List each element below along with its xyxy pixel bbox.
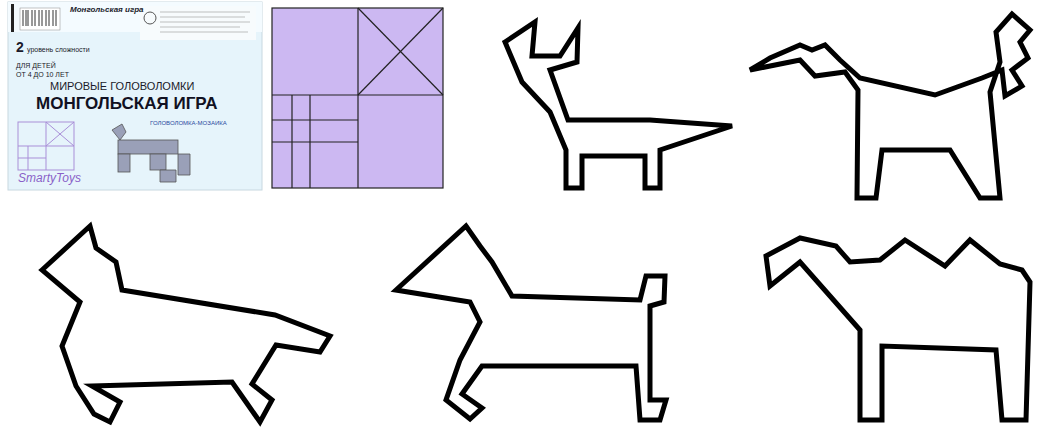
level-text: уровень сложности [27, 46, 90, 54]
age-text: ДЛЯ ДЕТЕЙ [16, 62, 56, 70]
product-title: МОНГОЛЬСКАЯ ИГРА [36, 95, 217, 114]
logo-text: Монгольская игра [70, 6, 144, 15]
deer-figure [505, 22, 732, 188]
antelope-figure [396, 226, 666, 420]
horse-figure [42, 226, 330, 422]
package [8, 2, 262, 190]
age-text: ОТ 4 ДО 10 ЛЕТ [16, 71, 69, 79]
camel-figure [766, 238, 1030, 420]
brand-name: SmartyToys [18, 172, 81, 185]
goat-figure [750, 14, 1030, 198]
series-title: МИРОВЫЕ ГОЛОВОЛОМКИ [50, 80, 194, 92]
level-number: 2 [16, 40, 24, 55]
puzzle-square [272, 8, 443, 188]
subtitle: ГОЛОВОЛОМКА-МОЗАИКА [150, 120, 227, 127]
